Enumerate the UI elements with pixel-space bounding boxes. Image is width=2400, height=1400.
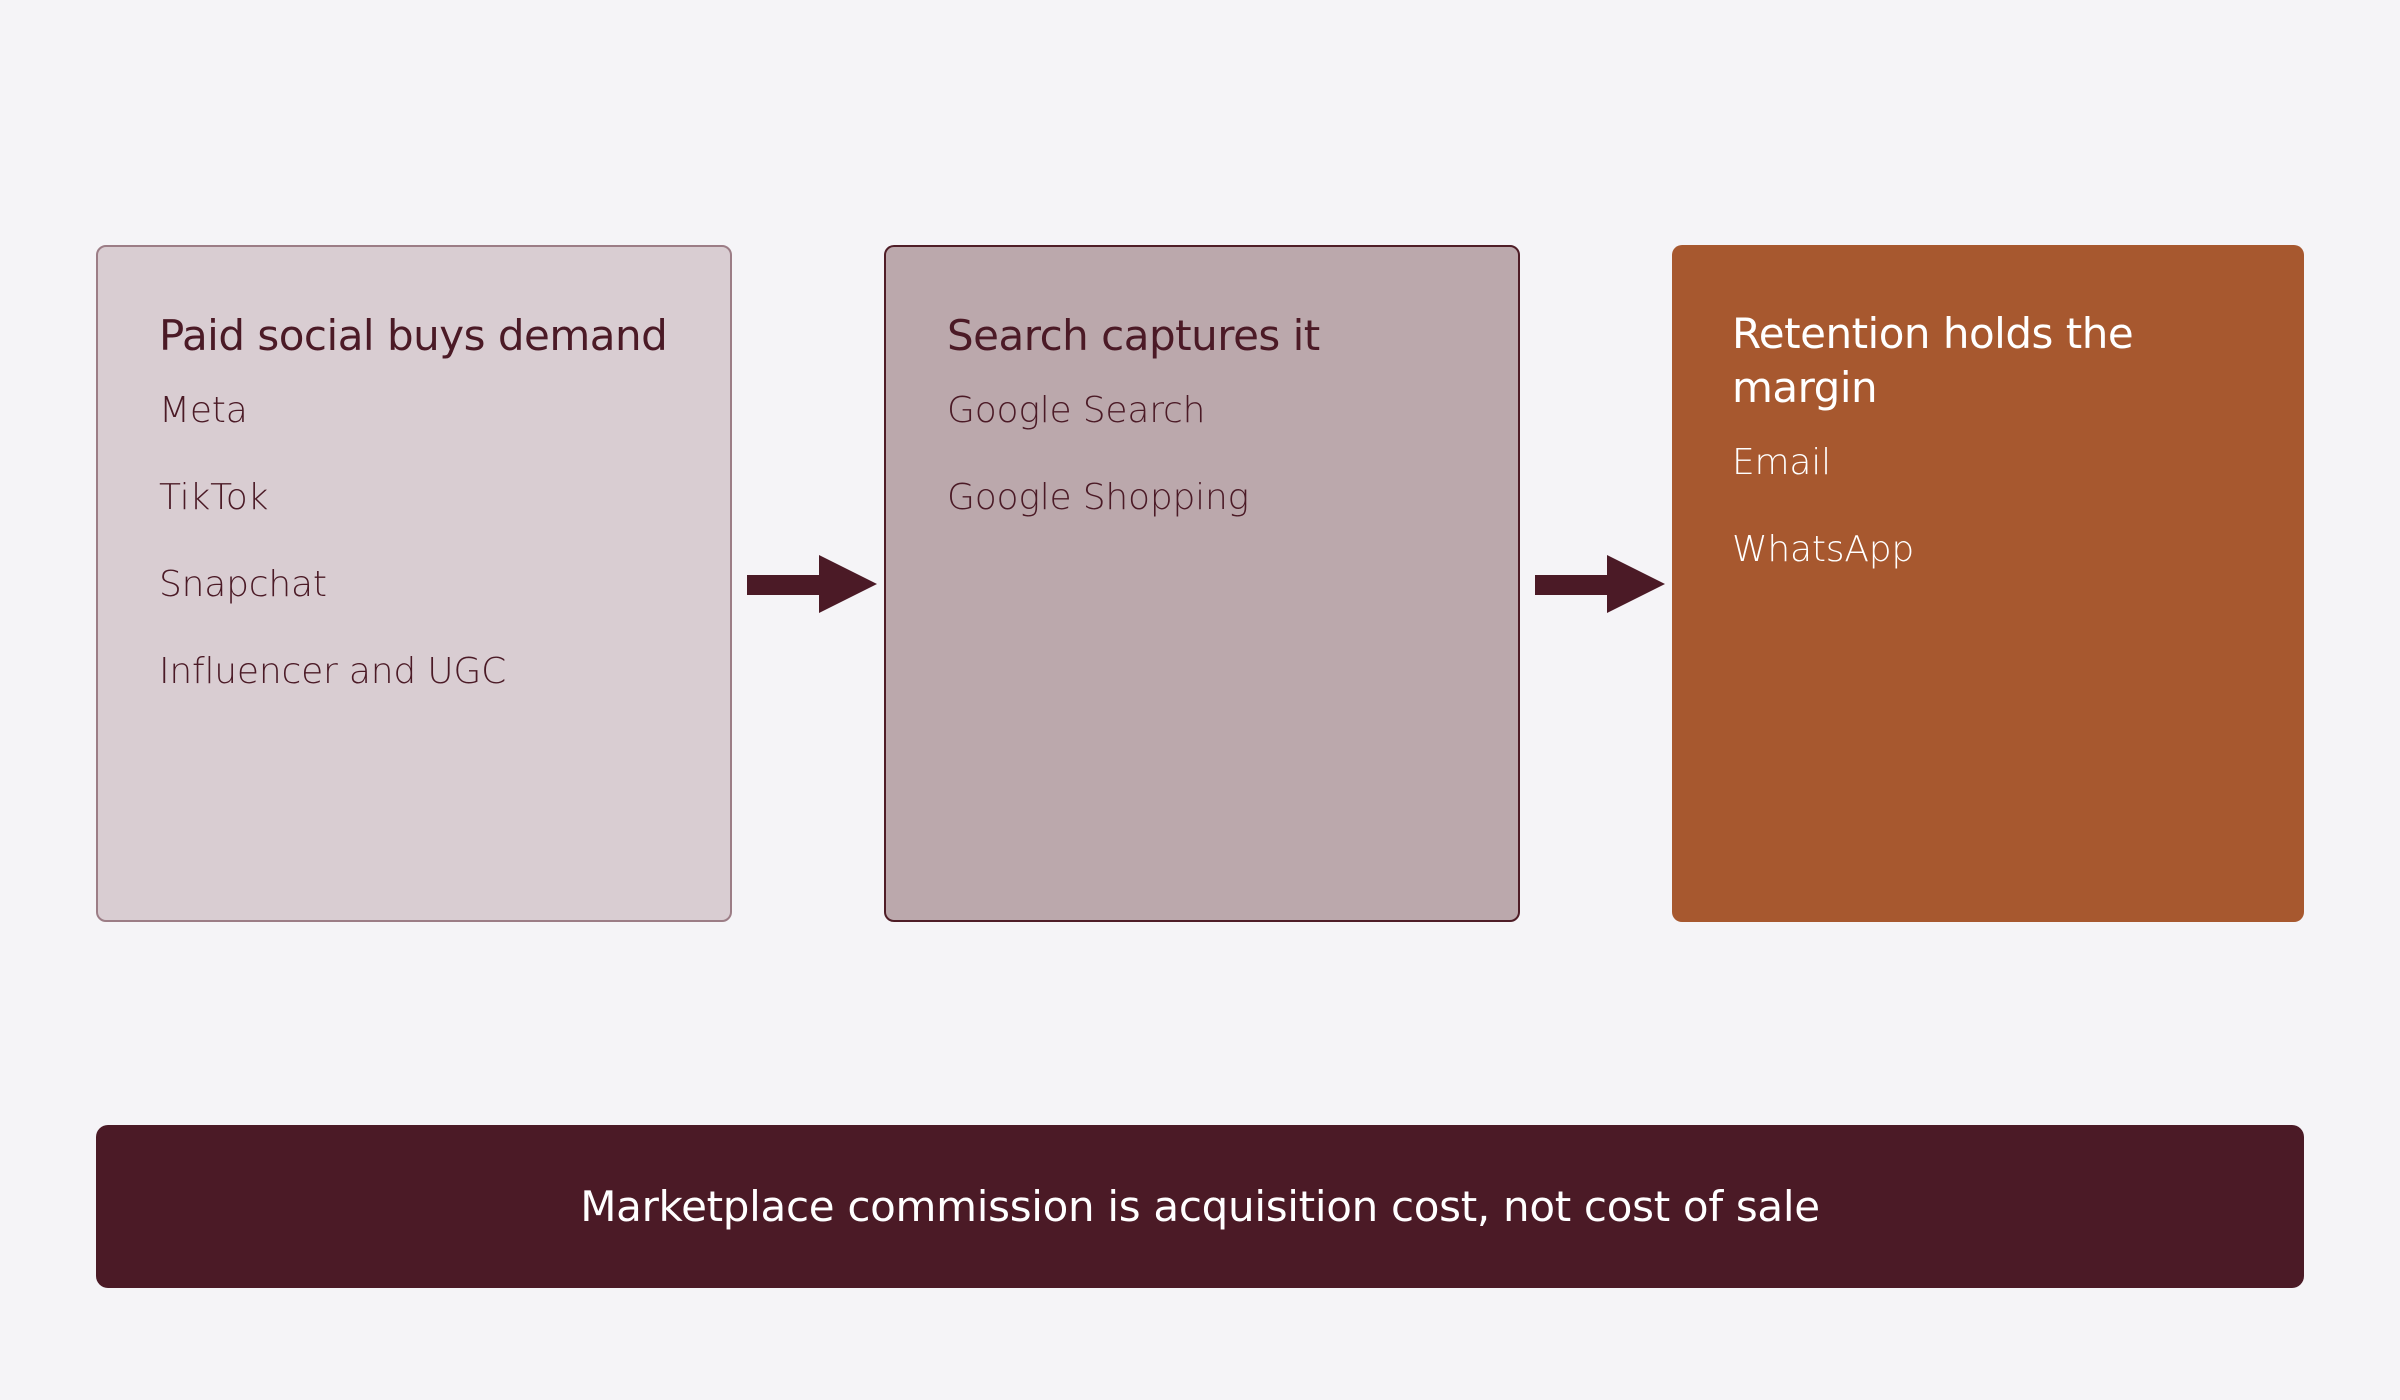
stage-items: Google Search Google Shopping — [947, 389, 1460, 520]
stage-items: Meta TikTok Snapchat Influencer and UGC — [159, 389, 672, 694]
banner-text: Marketplace commission is acquisition co… — [580, 1182, 1820, 1231]
list-item: TikTok — [159, 477, 269, 518]
stage-search: Search captures it Google Search Google … — [884, 245, 1520, 922]
arrow-icon — [1535, 555, 1665, 613]
stage-title: Search captures it — [947, 311, 1320, 360]
list-item: Meta — [159, 390, 248, 431]
conclusion-banner: Marketplace commission is acquisition co… — [96, 1125, 2304, 1288]
list-item: Google Search — [947, 390, 1206, 431]
list-item: Snapchat — [159, 564, 327, 605]
stage-paid-social: Paid social buys demand Meta TikTok Snap… — [96, 245, 732, 922]
list-item: Email — [1732, 442, 1831, 483]
list-item: WhatsApp — [1732, 529, 1915, 570]
list-item: Google Shopping — [947, 477, 1249, 518]
arrow-icon — [747, 555, 877, 613]
list-item: Influencer and UGC — [159, 651, 507, 692]
stage-title: Retention holds the margin — [1732, 309, 2134, 412]
stage-retention: Retention holds the margin Email WhatsAp… — [1672, 245, 2304, 922]
stage-items: Email WhatsApp — [1732, 441, 2246, 572]
stage-title: Paid social buys demand — [159, 311, 668, 360]
